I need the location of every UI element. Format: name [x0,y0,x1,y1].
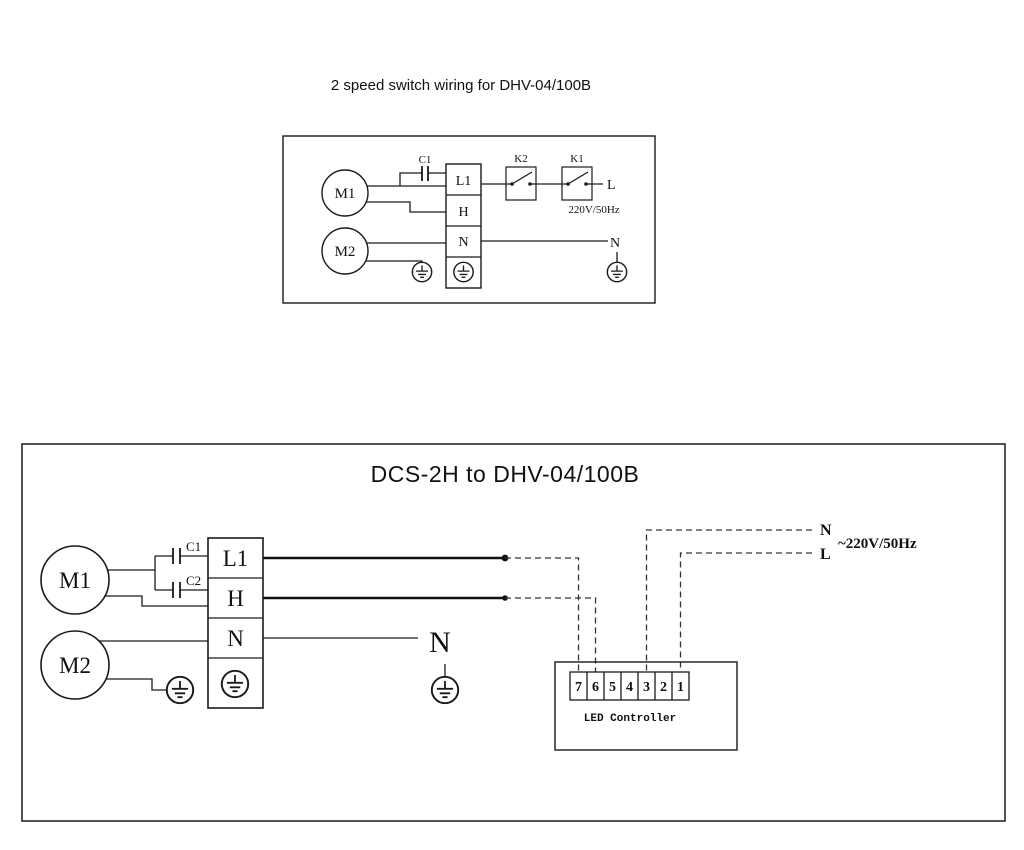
earth-ground-icon [411,261,433,283]
live-label: L [607,178,616,193]
top-diagram-border [282,135,656,304]
top-diagram: M1 M2 L1 H N C1 K2 K1 L 220V/50Hz N [282,135,656,304]
contact-dot [584,182,588,186]
supply-n-label: N [820,522,832,539]
led-controller-box [554,661,738,751]
motor1-label: M1 [335,186,356,202]
capacitor1-label: C1 [186,539,201,554]
earth-ground-icon [430,675,460,705]
bottom-diagram: DCS-2H to DHV-04/100B M1 M2 C1 C2 L1 H N [21,443,1006,822]
bottom-diagram-border [21,443,1006,822]
motor2-label: M2 [59,653,91,678]
controller-pin-5: 5 [609,680,616,695]
terminal-block-dividers [208,577,263,659]
supply-voltage-label: ~220V/50Hz [838,536,917,552]
led-controller: 7 6 5 4 3 2 1 LED Controller [554,661,738,751]
top-wire-set [366,172,618,263]
controller-pin-7: 7 [575,680,582,695]
bottom-wire-set [99,555,446,691]
bottom-terminal-block: L1 H N [207,537,264,709]
terminal-l1-label: L1 [223,546,249,571]
capacitor1-plates [421,166,429,181]
controller-pin-4: 4 [626,680,633,695]
top-diagram-title: 2 speed switch wiring for DHV-04/100B [331,77,591,94]
controller-pin-2: 2 [660,680,667,695]
controller-dashed-wires [505,529,812,672]
led-controller-label: LED Controller [584,713,676,725]
contact-dot [528,182,532,186]
switch-contacts [510,182,588,186]
neutral-label: N [610,236,620,251]
earth-ground-icon [220,669,250,699]
voltage-label: 220V/50Hz [568,204,619,216]
terminal-h-label: H [458,205,468,220]
supply-l-label: L [820,546,831,563]
switch-k1-label: K1 [570,153,583,165]
pin-strip-dividers [586,672,673,700]
motor2-label: M2 [335,244,356,260]
pin-strip [569,671,690,701]
earth-ground-icon [165,675,195,705]
terminal-n-label: N [227,626,244,651]
motor1-label: M1 [59,568,91,593]
bottom-diagram-title: DCS-2H to DHV-04/100B [371,461,640,487]
terminal-l1-label: L1 [456,174,472,189]
controller-pin-6: 6 [592,680,599,695]
terminal-h-label: H [227,586,244,611]
bottom-diagram-wires [99,529,812,691]
earth-ground-icon [453,261,474,283]
capacitor1-label: C1 [419,154,432,166]
motor2-circle [321,227,369,275]
motor1-circle [40,545,110,615]
controller-pin-1: 1 [677,680,684,695]
capacitor2-label: C2 [186,573,201,588]
terminal-block-border [207,537,264,709]
switch-blades [511,171,589,185]
live-feed-wires [263,556,505,600]
top-terminal-block: L1 H N [445,163,482,289]
top-diagram-wires [366,166,618,263]
earth-ground-icon [606,261,628,283]
terminal-n-label: N [458,235,468,250]
capacitor-plates [172,548,181,598]
motor1-circle [321,169,369,217]
controller-pin-3: 3 [643,680,650,695]
motor2-circle [40,630,110,700]
switch-k2-box [505,166,537,201]
switch-k1-box [561,166,593,201]
switch-k2-label: K2 [514,153,527,165]
terminal-block-dividers [446,194,481,258]
contact-dot [510,182,514,186]
mains-supply: N L ~220V/50Hz [820,522,917,563]
contact-dot [566,182,570,186]
neutral-out-label: N [429,626,451,659]
